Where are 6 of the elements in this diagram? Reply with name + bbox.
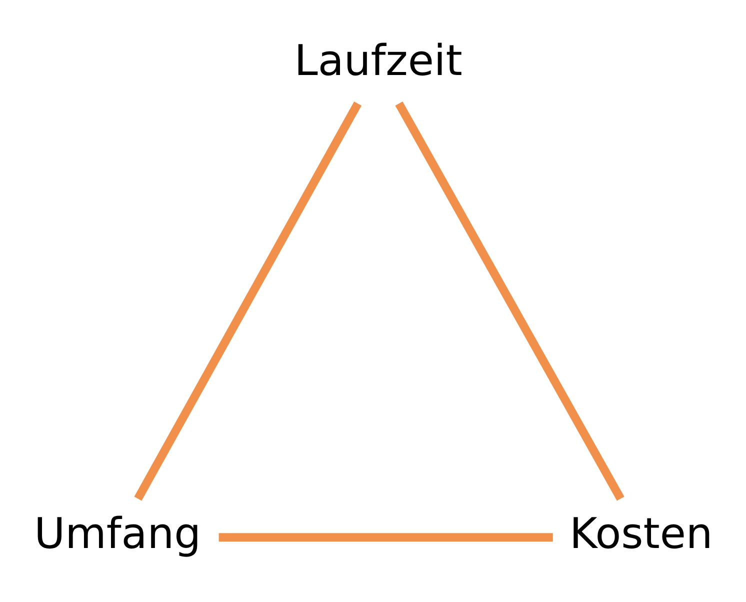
node-text: Laufzeit: [294, 36, 462, 86]
connector: [395, 101, 624, 501]
connector: [218, 533, 553, 542]
connector: [134, 101, 362, 501]
node-text: Umfang: [34, 508, 202, 558]
node-text: Kosten: [570, 508, 713, 558]
